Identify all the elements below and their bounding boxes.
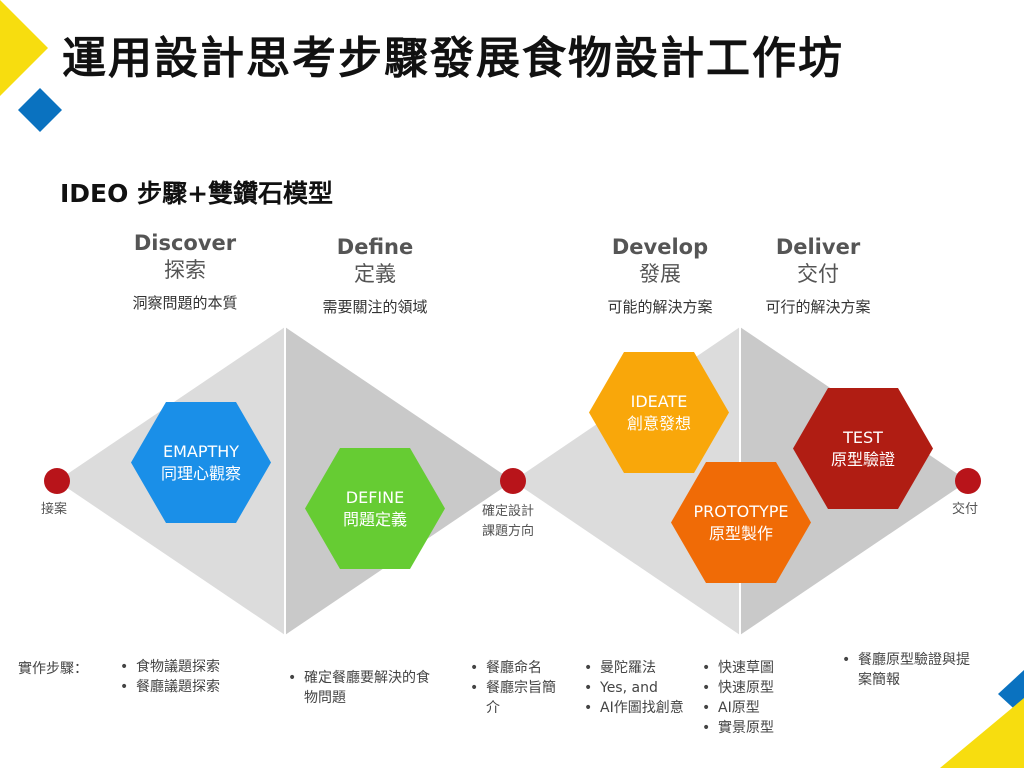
phase-develop: Develop 發展 可能的解決方案	[570, 234, 750, 317]
phase-deliver: Deliver 交付 可行的解決方案	[728, 234, 908, 317]
hexagon-en: EMAPTHY	[162, 441, 240, 461]
phase-discover: Discover 探索 洞察問題的本質	[95, 230, 275, 313]
page-title: 運用設計思考步驟發展食物設計工作坊	[62, 33, 844, 84]
start-node-dot	[44, 468, 70, 494]
list-item: 實景原型	[700, 718, 810, 738]
list-item: 餐廳命名	[468, 658, 558, 678]
list-item: 快速原型	[700, 678, 810, 698]
corner-decoration-bottom-right	[940, 670, 1024, 768]
list-item: 餐廳宗旨簡介	[468, 678, 558, 718]
phase-zh: 發展	[639, 262, 681, 286]
hexagon-zh: 原型驗證	[830, 449, 895, 469]
phase-zh: 探索	[164, 258, 206, 282]
steps-list-6: 餐廳原型驗證與提案簡報	[840, 650, 980, 690]
hexagon-en: DEFINE	[345, 487, 405, 507]
hexagon-zh: 問題定義	[342, 509, 407, 529]
end-node-label: 交付	[952, 502, 979, 517]
steps-label: 實作步驟：	[18, 661, 88, 677]
phase-en: Deliver	[775, 235, 861, 259]
list-item: 曼陀羅法	[582, 658, 684, 678]
list-item: 確定餐廳要解決的食物問題	[286, 668, 438, 708]
middle-node-label-line-1: 確定設計	[482, 504, 535, 519]
steps-list-1: 食物議題探索 餐廳議題探索	[118, 657, 268, 697]
hexagon-define: DEFINE 問題定義	[305, 448, 445, 569]
phase-desc: 可行的解決方案	[765, 298, 871, 316]
hexagon-en: TEST	[843, 427, 883, 447]
phase-desc: 可能的解決方案	[607, 298, 713, 316]
phase-zh: 定義	[354, 262, 396, 286]
corner-decoration-top-left	[0, 0, 62, 132]
steps-list-4: 曼陀羅法 Yes, and AI作圖找創意	[582, 658, 684, 718]
steps-list-5: 快速草圖 快速原型 AI原型 實景原型	[700, 658, 810, 738]
start-node-label: 接案	[41, 502, 68, 517]
hexagon-zh: 原型製作	[708, 523, 773, 543]
list-item: AI原型	[700, 698, 810, 718]
phase-zh: 交付	[797, 262, 839, 286]
hexagon-zh: 同理心觀察	[160, 463, 241, 483]
phase-en: Define	[336, 235, 414, 259]
middle-node-label-line-2: 課題方向	[482, 524, 535, 539]
hexagon-en: PROTOTYPE	[693, 501, 789, 521]
phase-en: Discover	[133, 231, 237, 255]
phase-en: Develop	[611, 235, 709, 259]
end-node-dot	[955, 468, 981, 494]
middle-node-dot	[500, 468, 526, 494]
phase-desc: 洞察問題的本質	[132, 294, 238, 312]
list-item: 餐廳議題探索	[118, 677, 268, 697]
phase-define: Define 定義 需要關注的領域	[285, 234, 465, 317]
page-subtitle: IDEO 步驟+雙鑽石模型	[60, 179, 334, 208]
steps-list-2: 確定餐廳要解決的食物問題	[286, 668, 438, 708]
list-item: 快速草圖	[700, 658, 810, 678]
hexagon-en: IDEATE	[630, 391, 688, 411]
phase-desc: 需要關注的領域	[322, 298, 428, 316]
steps-list-3: 餐廳命名 餐廳宗旨簡介	[468, 658, 558, 718]
middle-node-label: 確定設計 課題方向	[482, 502, 534, 542]
list-item: 食物議題探索	[118, 657, 268, 677]
list-item: 餐廳原型驗證與提案簡報	[840, 650, 980, 690]
list-item: Yes, and	[582, 678, 684, 698]
hexagon-zh: 創意發想	[626, 413, 691, 433]
list-item: AI作圖找創意	[582, 698, 684, 718]
